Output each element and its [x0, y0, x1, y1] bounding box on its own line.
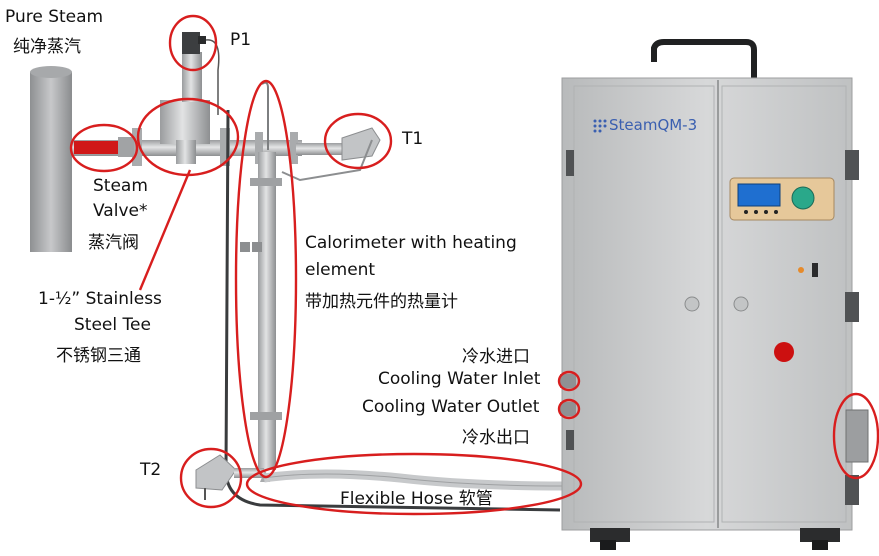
label-cooling-water-inlet-zh: 冷水进口	[462, 347, 530, 367]
highlight-cw-inlet	[557, 370, 581, 392]
label-steam-valve-1: Steam	[93, 176, 148, 196]
highlight-p1	[168, 14, 218, 72]
label-flexible-hose: Flexible Hose 软管	[340, 489, 493, 509]
brand-prefix: Steam	[609, 116, 658, 134]
highlight-side-module	[832, 392, 879, 480]
label-t1: T1	[402, 129, 424, 149]
calorimeter-column	[240, 81, 282, 482]
highlight-hose	[245, 452, 583, 516]
t1-branch	[281, 127, 381, 182]
device-brand: SteamQM-3	[609, 116, 697, 134]
highlight-annotations	[69, 14, 879, 516]
highlight-t2	[179, 447, 243, 509]
brand-logo-icon	[593, 119, 607, 133]
pressure-sensor-icon	[182, 32, 220, 115]
label-tee-2: Steel Tee	[74, 315, 151, 335]
brand-model: QM-3	[657, 116, 698, 134]
label-pure-steam: Pure Steam	[5, 7, 104, 27]
stainless-tee	[160, 52, 210, 164]
steam-supply-column	[30, 66, 72, 252]
label-t2: T2	[140, 460, 162, 480]
steam-valve-icon	[74, 137, 134, 157]
highlight-cw-outlet	[557, 398, 581, 420]
label-p1: P1	[230, 30, 252, 50]
steam-quality-cabinet	[560, 39, 869, 550]
label-pure-steam-zh: 纯净蒸汽	[13, 37, 81, 57]
highlight-t1	[323, 112, 393, 170]
label-steam-valve-zh: 蒸汽阀	[88, 233, 139, 253]
label-calorimeter-zh: 带加热元件的热量计	[305, 292, 458, 312]
highlight-calorimeter	[234, 79, 298, 479]
label-cooling-water-inlet: Cooling Water Inlet	[378, 369, 541, 389]
label-calorimeter-1: Calorimeter with heating	[305, 233, 517, 253]
tee-leader-line	[138, 169, 192, 291]
label-cooling-water-outlet: Cooling Water Outlet	[362, 397, 540, 417]
temperature-sensor-icon	[195, 454, 264, 500]
label-cooling-water-outlet-zh: 冷水出口	[462, 428, 530, 448]
label-steam-valve-2: Valve*	[93, 201, 148, 221]
label-tee-zh: 不锈钢三通	[56, 346, 141, 366]
label-tee-1: 1-½” Stainless	[38, 289, 162, 309]
label-calorimeter-2: element	[305, 260, 376, 280]
highlight-steam-valve	[69, 123, 139, 173]
